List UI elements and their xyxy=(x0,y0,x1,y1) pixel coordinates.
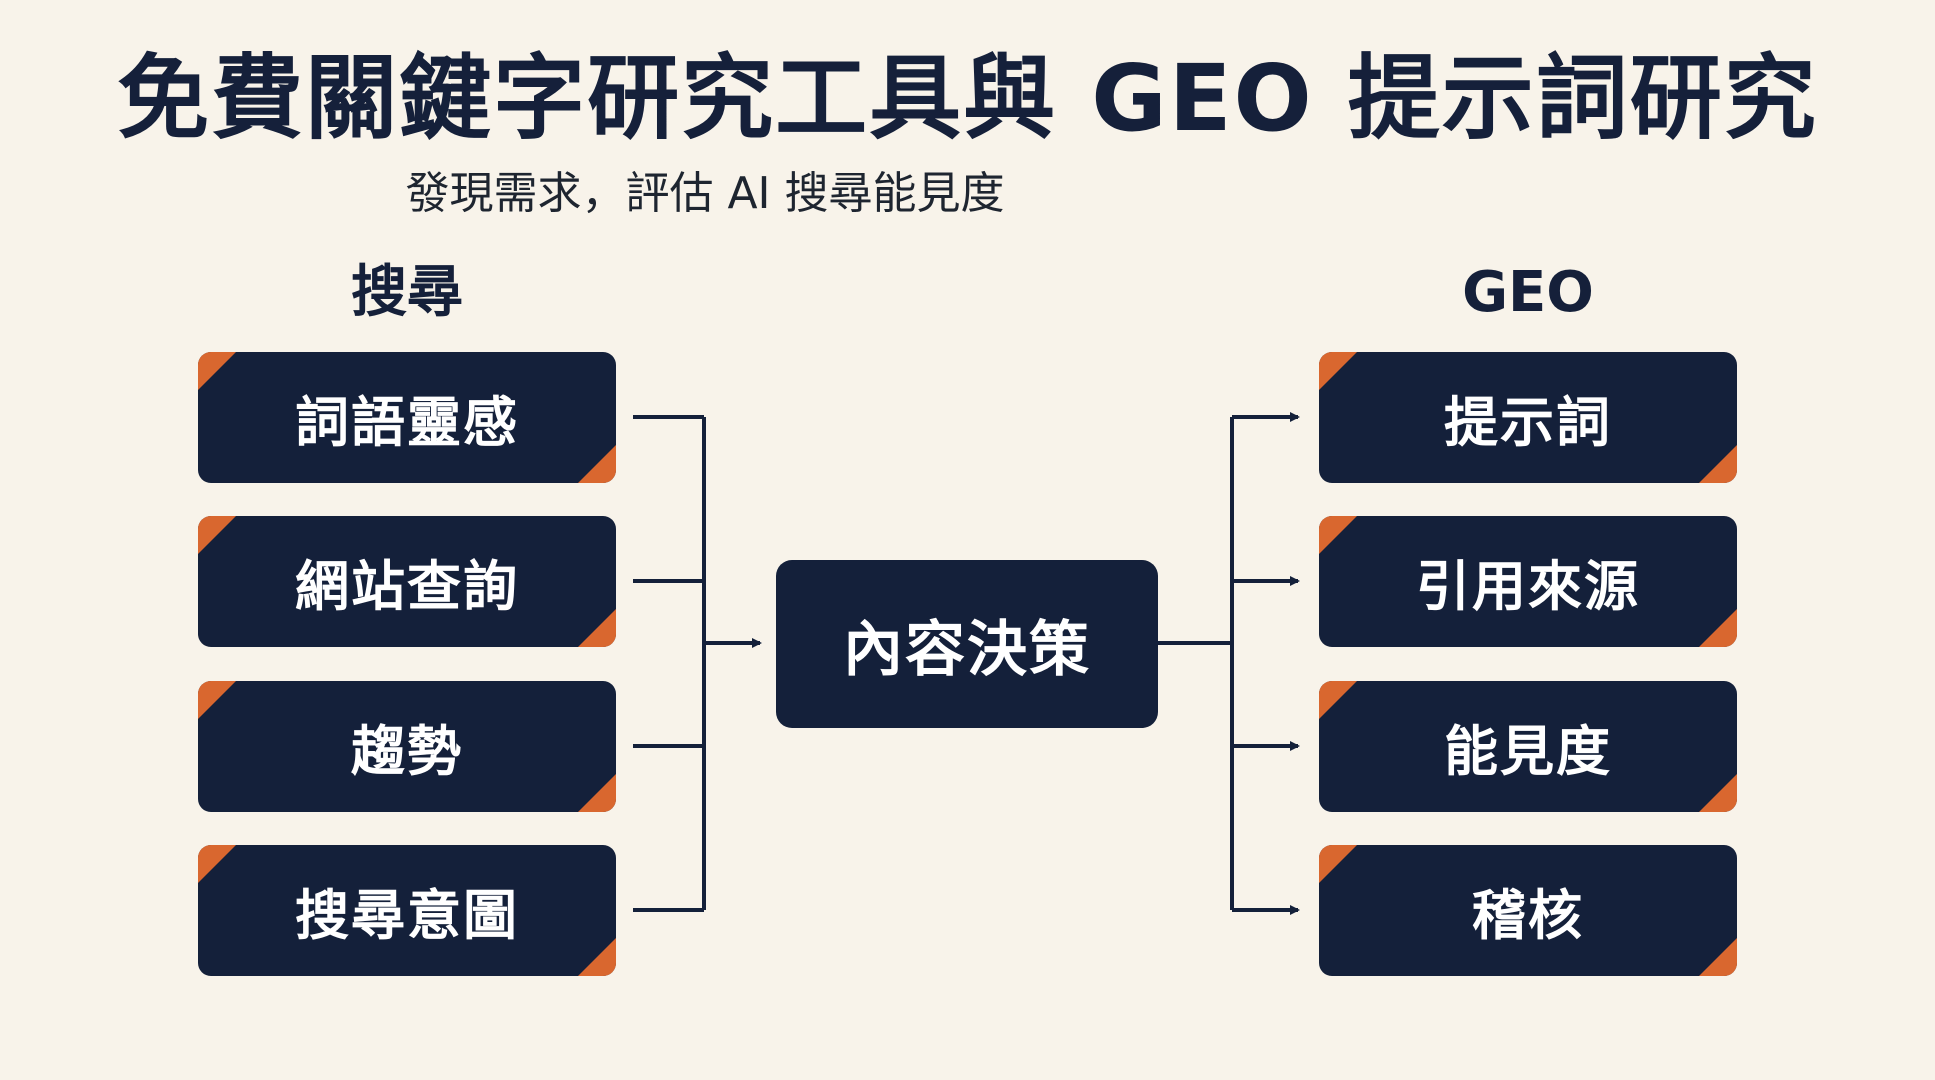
page-title: 免費關鍵字研究工具與 GEO 提示詞研究 xyxy=(117,45,1818,152)
search-column-heading: 搜尋 xyxy=(351,260,463,325)
geo-column-heading: GEO xyxy=(1462,260,1594,325)
search-box-search-intent: 搜尋意圖 xyxy=(198,845,616,976)
search-box-site-lookup: 網站查詢 xyxy=(198,516,616,647)
geo-box-prompts: 提示詞 xyxy=(1319,352,1737,483)
content-decision-box: 內容決策 xyxy=(776,560,1158,728)
geo-box-audit: 稽核 xyxy=(1319,845,1737,976)
geo-box-visibility: 能見度 xyxy=(1319,681,1737,812)
search-box-word-ideas: 詞語靈感 xyxy=(198,352,616,483)
geo-box-citation-sources: 引用來源 xyxy=(1319,516,1737,647)
search-box-trends: 趨勢 xyxy=(198,681,616,812)
page-subtitle: 發現需求，評估 AI 搜尋能見度 xyxy=(405,168,1005,219)
